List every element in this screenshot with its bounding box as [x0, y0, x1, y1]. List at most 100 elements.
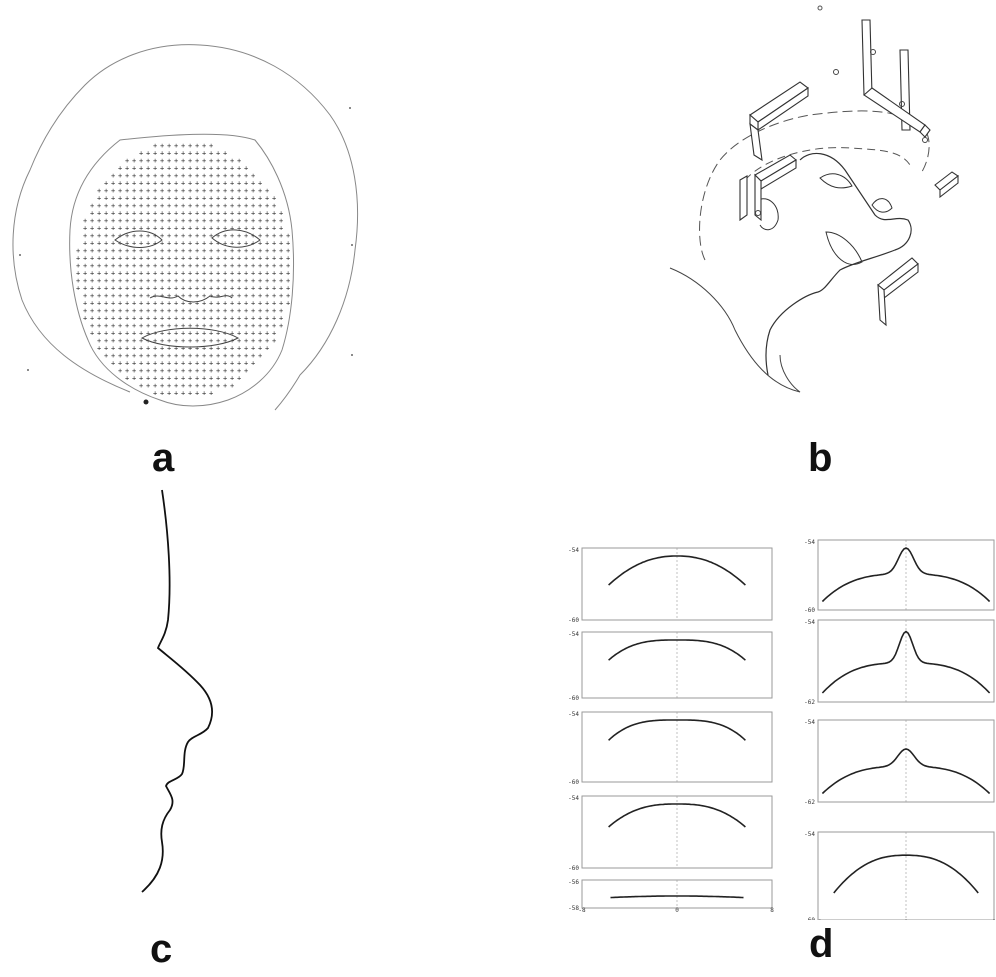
face-outline	[766, 153, 911, 375]
face-mesh-figure: ++++++++++++++++++++++++++++++++++++++++…	[0, 0, 380, 420]
plot-frame	[818, 540, 994, 610]
plot-bottom-label: -60	[568, 865, 579, 872]
mesh-point: +	[258, 352, 262, 360]
mesh-grid-points: ++++++++++++++++++++++++++++++++++++++++…	[76, 142, 290, 398]
fixture-bar-left-side	[740, 155, 796, 220]
panel-d-profile-plots: -54-60-54-60-54-60-54-60-56-58-54-60-54-…	[540, 500, 996, 920]
mesh-point: +	[167, 390, 171, 398]
plot-top-label: -54	[568, 795, 579, 802]
panel-label-c: c	[150, 929, 172, 969]
profile-plots-figure: -54-60-54-60-54-60-54-60-56-58-54-60-54-…	[540, 500, 996, 920]
plot-top-label: -54	[804, 831, 815, 838]
plot-frame	[582, 712, 772, 782]
mesh-point: +	[104, 352, 108, 360]
mesh-point: +	[237, 375, 241, 383]
fiducial-marker	[923, 138, 928, 143]
plot-top-label: -54	[568, 631, 579, 638]
panel-a-face-mesh: ++++++++++++++++++++++++++++++++++++++++…	[0, 0, 380, 420]
eye-right	[872, 199, 892, 213]
x-tick-label: 0	[675, 907, 679, 914]
right-plot-4: -54-60	[804, 831, 994, 920]
mesh-point: +	[279, 322, 283, 330]
x-tick-label: 8	[992, 919, 996, 920]
mesh-point: +	[230, 382, 234, 390]
mesh-point: +	[76, 285, 80, 293]
panel-label-d: d	[809, 924, 833, 964]
mesh-point: +	[153, 390, 157, 398]
mesh-point: +	[244, 367, 248, 375]
mesh-point: +	[209, 390, 213, 398]
mesh-point: +	[146, 382, 150, 390]
x-tick-label: -8	[814, 919, 822, 920]
head-fixture-figure	[640, 0, 996, 420]
fiducial-marker	[27, 369, 29, 371]
mesh-point: +	[286, 300, 290, 308]
right-plot-3: -54 -62	[804, 719, 994, 806]
chin-marker	[144, 400, 149, 405]
head-back-dashed	[700, 111, 930, 260]
plot-bottom-label: -60	[804, 607, 815, 614]
plot-top-label: -54	[568, 547, 579, 554]
mesh-point: +	[83, 315, 87, 323]
mesh-point: +	[195, 390, 199, 398]
mesh-point: +	[174, 390, 178, 398]
mesh-point: +	[125, 375, 129, 383]
plot-bottom-label: -60	[568, 617, 579, 624]
mesh-point: +	[111, 360, 115, 368]
panel-c-profile	[120, 480, 250, 900]
fixture-bar-right-small	[935, 172, 958, 197]
mesh-point: +	[160, 390, 164, 398]
right-plot-2: -54 -62	[804, 619, 994, 706]
plot-bottom-label: -62	[804, 699, 815, 706]
mesh-point: +	[181, 390, 185, 398]
mesh-point: +	[216, 382, 220, 390]
x-tick-label: -8	[578, 907, 586, 914]
x-tick-label: 8	[770, 907, 774, 914]
mesh-point: +	[188, 390, 192, 398]
plot-bottom-label: -60	[568, 695, 579, 702]
mesh-point: +	[223, 382, 227, 390]
right-plot-1: -54 -60	[804, 539, 994, 614]
profile-curve	[609, 804, 746, 827]
left-plot-2: -54 -60	[568, 631, 772, 702]
mesh-point: +	[265, 345, 269, 353]
mesh-point: +	[272, 337, 276, 345]
fixture-bar-top-left	[750, 82, 808, 160]
mouth	[826, 232, 862, 264]
x-tick-label: 0	[904, 919, 908, 920]
left-plot-5: -56-58	[568, 879, 772, 912]
fiducial-marker	[351, 244, 353, 246]
mesh-point: +	[139, 382, 143, 390]
profile-figure	[120, 480, 250, 900]
fiducial-marker	[349, 107, 351, 109]
profile-curve	[822, 749, 989, 794]
panel-label-a: a	[152, 438, 174, 478]
mesh-point: +	[202, 390, 206, 398]
plot-top-label: -54	[568, 711, 579, 718]
hair-outline	[13, 45, 358, 410]
plot-top-label: -54	[804, 619, 815, 626]
plot-top-label: -54	[804, 539, 815, 546]
fiducial-marker	[351, 354, 353, 356]
left-plot-1: -54 -60	[568, 547, 772, 624]
mesh-point: +	[118, 367, 122, 375]
mesh-point: +	[97, 345, 101, 353]
left-plot-4: -54 -60	[568, 795, 772, 872]
fiducial-marker	[818, 6, 822, 10]
fiducial-marker	[19, 254, 21, 256]
plot-bottom-label: -60	[568, 779, 579, 786]
plot-top-label: -54	[804, 719, 815, 726]
left-plot-3: -54 -60	[568, 711, 772, 786]
plot-top-label: -56	[568, 879, 579, 886]
panel-label-b: b	[808, 438, 832, 478]
fiducial-marker	[834, 70, 839, 75]
profile-curve	[142, 490, 212, 892]
mesh-point: +	[132, 375, 136, 383]
shoulder-outline	[670, 268, 800, 392]
plot-bottom-label: -62	[804, 799, 815, 806]
fixture-bar-upright	[862, 20, 930, 137]
mesh-point: +	[90, 330, 94, 338]
eye-left	[820, 174, 852, 188]
fixture-bar-lower	[878, 258, 918, 325]
mesh-point: +	[251, 360, 255, 368]
